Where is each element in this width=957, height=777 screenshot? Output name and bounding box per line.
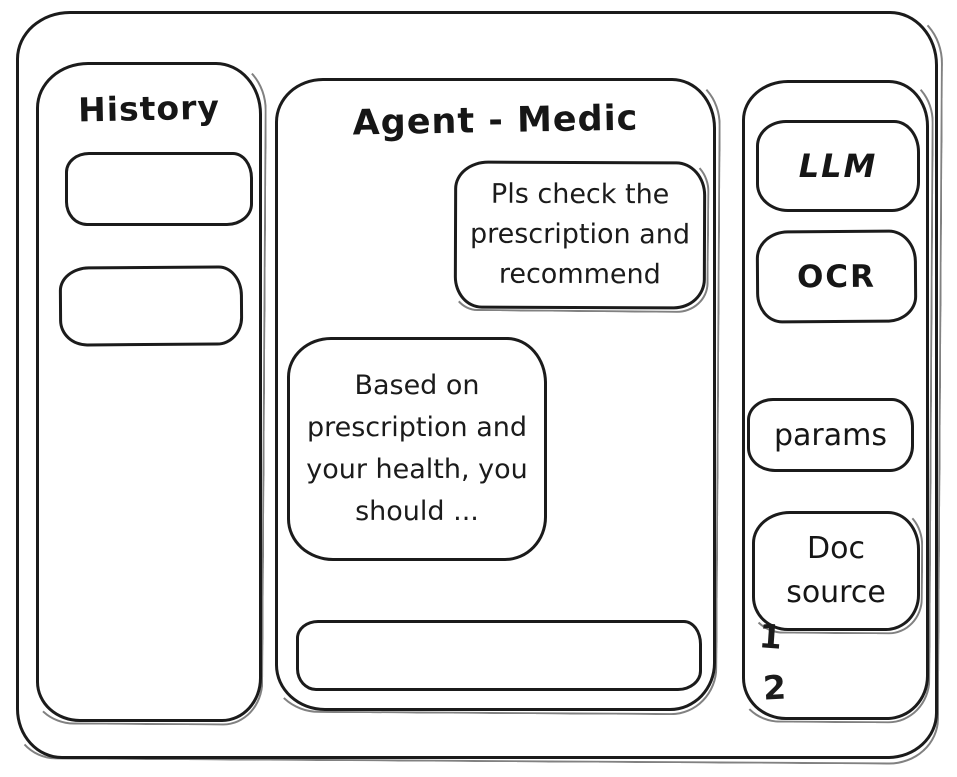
- history-panel-title: History: [77, 87, 221, 130]
- ocr-button[interactable]: OCR: [755, 229, 918, 324]
- history-panel: History: [36, 62, 262, 722]
- chat-panel-title: Agent - Medic: [352, 98, 639, 144]
- chat-message-input[interactable]: [296, 620, 702, 691]
- tools-panel: LLM OCR params Doc source 1 2: [742, 80, 929, 720]
- user-message-bubble: Pls check the prescription and recommend: [453, 160, 707, 310]
- history-item[interactable]: [58, 265, 244, 347]
- assistant-message-bubble: Based on prescription and your health, y…: [287, 337, 547, 561]
- chat-panel: Agent - Medic Pls check the prescription…: [275, 78, 716, 711]
- history-item[interactable]: [65, 152, 253, 226]
- doc-source-item-2[interactable]: 2: [761, 667, 787, 708]
- doc-source-item-1[interactable]: 1: [757, 616, 784, 657]
- doc-source-button[interactable]: Doc source: [752, 511, 920, 631]
- llm-button[interactable]: LLM: [756, 120, 920, 212]
- params-button[interactable]: params: [747, 398, 914, 472]
